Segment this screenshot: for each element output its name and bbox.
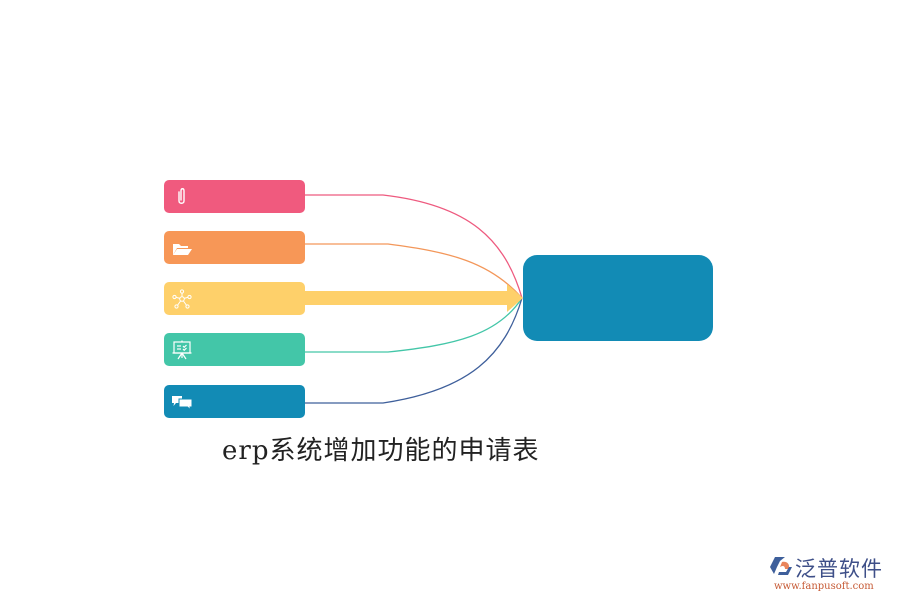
chat-bubbles-icon: [171, 391, 193, 413]
brand-watermark: 泛普软件 www.fanpusoft.com: [768, 553, 894, 593]
node-network[interactable]: [164, 282, 305, 315]
presentation-board-icon: [171, 339, 193, 361]
brand-url: www.fanpusoft.com: [774, 581, 874, 592]
node-attachment[interactable]: [164, 180, 305, 213]
folder-open-icon: [171, 237, 193, 259]
network-nodes-icon: [171, 288, 193, 310]
connector-folder: [305, 243, 523, 299]
connector-attachment: [305, 194, 523, 299]
connector-presentation: [305, 297, 523, 353]
node-presentation[interactable]: [164, 333, 305, 366]
connector-network-arrowhead: [507, 284, 523, 312]
center-node[interactable]: [523, 255, 713, 341]
brand-name: 泛普软件: [795, 557, 883, 581]
node-folder[interactable]: [164, 231, 305, 264]
connector-chat: [305, 297, 523, 404]
paperclip-icon: [171, 186, 193, 208]
node-chat[interactable]: [164, 385, 305, 418]
fanpu-logo-icon: [768, 555, 794, 579]
diagram-title: erp系统增加功能的申请表: [222, 436, 540, 466]
connector-network-shaft: [304, 291, 510, 305]
